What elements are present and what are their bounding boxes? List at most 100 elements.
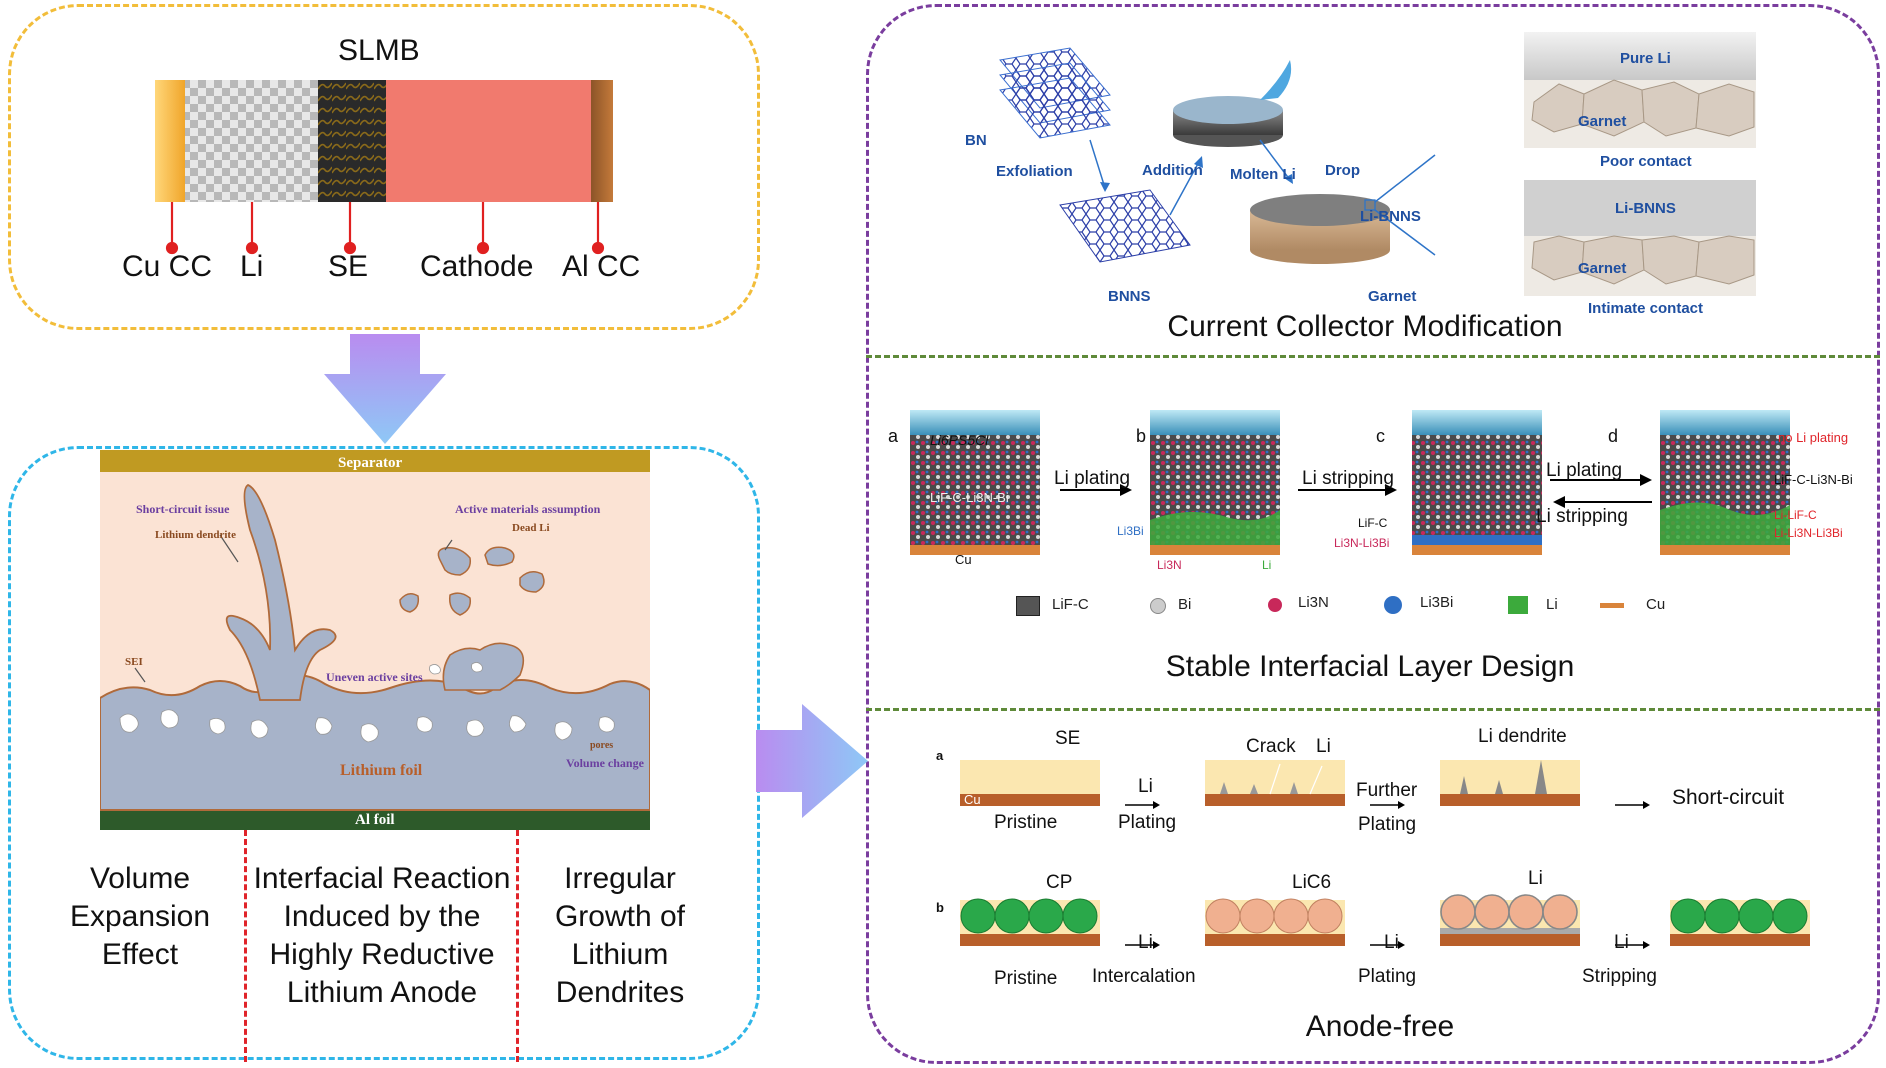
pristine-b-label: Pristine xyxy=(994,968,1058,989)
dead-li-1 xyxy=(437,546,472,576)
poor-contact-image xyxy=(1524,32,1756,148)
pure-li-label: Pure Li xyxy=(1620,50,1671,67)
cp-label: CP xyxy=(1046,872,1073,893)
li-stripping-2-label: Li stripping xyxy=(1536,506,1628,527)
dendrite-shape xyxy=(225,483,337,701)
al-foil-label: Al foil xyxy=(355,812,395,828)
li-bnns-garnet-disc xyxy=(1250,194,1390,264)
se-layer xyxy=(318,80,386,202)
molten-li-disc xyxy=(1173,60,1292,147)
right-arrow xyxy=(756,704,868,818)
dead-li-4 xyxy=(399,593,420,613)
bnns-label: BNNS xyxy=(1108,288,1151,305)
li-li3n-li3bi-d-label: Li-Li3N-Li3Bi xyxy=(1774,526,1843,540)
lif-c-c-label: LiF-C xyxy=(1358,516,1388,530)
li3n-li3bi-c-label: Li3N-Li3Bi xyxy=(1334,536,1390,550)
af-title: Anode-free xyxy=(1305,1010,1455,1043)
short-circuit-label: Short-circuit issue xyxy=(136,502,230,516)
cause-dendrite-growth: Irregular Growth of Lithium Dendrites xyxy=(554,862,686,1009)
plating-b-label: Plating xyxy=(1358,966,1417,987)
legend-li-swatch xyxy=(1508,596,1528,614)
no-li-plating-label: no Li plating xyxy=(1778,430,1849,445)
pristine-a-label: Pristine xyxy=(994,812,1058,833)
sei-label: SEI xyxy=(125,656,143,668)
garnet-bottom-label: Garnet xyxy=(1578,260,1627,277)
failure-illustration xyxy=(100,450,650,830)
se-label: SE xyxy=(1055,728,1081,749)
sil-block-c xyxy=(1412,410,1542,555)
poor-contact-label: Poor contact xyxy=(1600,153,1692,170)
li-b2-label: Li xyxy=(1384,932,1399,953)
legend-bi-swatch xyxy=(1150,598,1166,614)
li-stripping-arrow-label: Li stripping xyxy=(1302,468,1394,489)
row-b-label: b xyxy=(936,900,944,915)
sil-block-a xyxy=(910,410,1040,555)
bn-label: BN xyxy=(965,132,987,149)
row-a-label: a xyxy=(936,748,944,763)
panel-b-label: b xyxy=(1136,426,1147,446)
intimate-contact-label: Intimate contact xyxy=(1588,300,1704,317)
dead-li-2 xyxy=(484,546,515,567)
sil-title: Stable Interfacial Layer Design xyxy=(1165,650,1575,683)
stripping-label: Stripping xyxy=(1582,966,1657,987)
panel-c-label: c xyxy=(1376,426,1385,446)
garnet-top-label: Garnet xyxy=(1578,113,1627,130)
legend-cu: Cu xyxy=(1646,596,1666,613)
li-b-label: Li xyxy=(1262,558,1272,572)
slmb-panel xyxy=(8,4,760,330)
dead-li-3 xyxy=(519,571,545,593)
legend-lifc-swatch xyxy=(1016,596,1040,616)
al-foil-bar xyxy=(100,810,650,830)
intercalation-label: Intercalation xyxy=(1092,966,1196,987)
li-bnns-label: Li-BNNS xyxy=(1615,200,1676,217)
label-se: SE xyxy=(328,250,369,283)
legend-lifc: LiF-C xyxy=(1052,596,1089,613)
garnet-disc-label: Garnet xyxy=(1368,288,1417,305)
separator-label: Separator xyxy=(338,455,403,471)
intimate-contact-image xyxy=(1524,180,1756,296)
legend-li3n-swatch xyxy=(1268,598,1282,612)
cause-divider-2 xyxy=(516,830,519,1062)
cause-interfacial-reaction: Interfacial Reaction Induced by the High… xyxy=(253,862,511,1009)
sil-block-d xyxy=(1660,410,1790,555)
further-label: Further xyxy=(1356,780,1418,801)
li-plating-2-label: Li plating xyxy=(1546,460,1623,481)
lic6-label: LiC6 xyxy=(1292,872,1332,893)
sil-block-b xyxy=(1150,410,1280,555)
volume-change-label: Volume change xyxy=(566,756,644,770)
li-b1-label: Li xyxy=(1138,932,1153,953)
legend-li: Li xyxy=(1546,596,1558,613)
cu-cc-layer xyxy=(155,80,185,202)
li-b4-label: Li xyxy=(1614,932,1629,953)
strategy-panel xyxy=(866,4,1880,1064)
separator-bar xyxy=(100,450,650,472)
bnns-sheet xyxy=(1059,189,1191,263)
li3bi-b-label: Li3Bi xyxy=(1117,524,1144,538)
cause-divider-1 xyxy=(244,830,247,1062)
lithium-dendrite-label: Lithium dendrite xyxy=(155,529,236,541)
cathode-layer xyxy=(386,80,591,202)
li3n-b-label: Li3N xyxy=(1157,558,1182,572)
li-layer xyxy=(185,80,318,202)
label-li: Li xyxy=(240,250,264,283)
lithium-foil-body xyxy=(100,674,650,811)
cu-a-label: Cu xyxy=(955,552,972,567)
down-arrow xyxy=(324,334,446,444)
legend-li3bi-swatch xyxy=(1384,596,1402,614)
legend-li3bi: Li3Bi xyxy=(1420,594,1454,611)
plating-a-label: Plating xyxy=(1118,812,1177,833)
li-small-label: Li xyxy=(1316,736,1331,757)
li-dendrite-label: Li dendrite xyxy=(1478,726,1567,747)
label-cu-cc: Cu CC xyxy=(122,250,213,283)
li-arrow-a-label: Li xyxy=(1138,776,1153,797)
active-materials-label: Active materials assumption xyxy=(455,502,601,516)
li-bnns-disc-label: Li-BNNS xyxy=(1360,208,1421,225)
li-b3-label: Li xyxy=(1528,868,1543,889)
al-cc-layer xyxy=(591,80,613,202)
label-cathode: Cathode xyxy=(420,250,534,283)
legend-li3n: Li3N xyxy=(1298,594,1329,611)
plating2-label: Plating xyxy=(1358,814,1417,835)
ccm-title: Current Collector Modification xyxy=(1167,310,1563,343)
crack-label: Crack xyxy=(1246,736,1296,757)
layer-a-label: LiF-C-Li3N-Bi xyxy=(930,490,1009,505)
